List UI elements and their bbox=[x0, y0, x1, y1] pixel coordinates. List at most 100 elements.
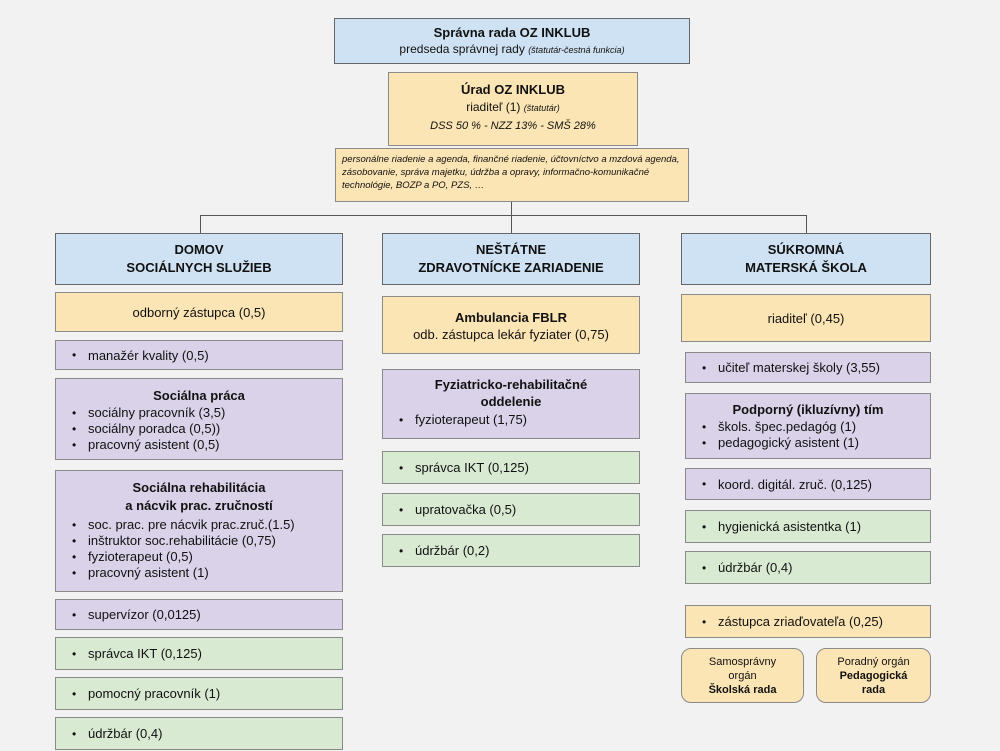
nzz-header: NEŠTÁTNE ZDRAVOTNÍCKE ZARIADENIE bbox=[382, 233, 640, 285]
list-item: fyzioterapeut (0,5) bbox=[72, 549, 342, 565]
dss-ikt: • správca IKT (0,125) bbox=[55, 637, 343, 670]
bullet-icon: • bbox=[399, 460, 404, 475]
bullet-icon: • bbox=[702, 614, 707, 629]
bullet-icon: • bbox=[72, 348, 77, 362]
bullet-icon: • bbox=[72, 646, 77, 661]
sms-hygiene-label: hygienická asistentka (1) bbox=[718, 519, 862, 534]
advisory-board-box: Poradný orgán Pedagogická rada bbox=[816, 648, 931, 703]
dss-rehab-title-2: a nácvik prac. zručností bbox=[125, 498, 273, 513]
office-note: (štatutár) bbox=[523, 103, 560, 113]
dss-rehab-title-1: Sociálna rehabilitácia bbox=[132, 480, 266, 495]
sms-director: riaditeľ (0,45) bbox=[681, 294, 931, 342]
dss-supervisor-label: supervízor (0,0125) bbox=[88, 607, 201, 622]
dss-helper: • pomocný pracovník (1) bbox=[55, 677, 343, 710]
board-box: Správna rada OZ INKLUB predseda správnej… bbox=[334, 18, 690, 64]
nzz-ikt-label: správca IKT (0,125) bbox=[415, 460, 529, 475]
bullet-icon: • bbox=[702, 360, 707, 375]
advisory-line1: Poradný orgán bbox=[837, 656, 910, 668]
nzz-clinic: Ambulancia FBLR odb. zástupca lekár fyzi… bbox=[382, 296, 640, 354]
office-title: Úrad OZ INKLUB bbox=[461, 82, 565, 97]
sms-maintenance: • údržbár (0,4) bbox=[685, 551, 931, 584]
nzz-ikt: • správca IKT (0,125) bbox=[382, 451, 640, 484]
dss-helper-label: pomocný pracovník (1) bbox=[88, 686, 221, 701]
dss-header-line1: DOMOV bbox=[174, 242, 224, 257]
bullet-icon: • bbox=[702, 519, 707, 534]
dss-social-work: Sociálna práca sociálny pracovník (3,5) … bbox=[55, 378, 343, 460]
sms-support-list: škols. špec.pedagóg (1) pedagogický asis… bbox=[702, 419, 930, 451]
dss-deputy: odborný zástupca (0,5) bbox=[55, 292, 343, 332]
sms-header-line2: MATERSKÁ ŠKOLA bbox=[745, 260, 867, 275]
sms-teacher-label: učiteľ materskej školy (3,55) bbox=[718, 360, 881, 375]
nzz-dept-title-1: Fyziatricko-rehabilitačné bbox=[434, 377, 588, 392]
dss-header-line2: SOCIÁLNYCH SLUŽIEB bbox=[126, 260, 272, 275]
sms-hygiene: • hygienická asistentka (1) bbox=[685, 510, 931, 543]
dss-quality: • manažér kvality (0,5) bbox=[55, 340, 343, 370]
board-note: (štatutár-čestná funkcia) bbox=[528, 45, 625, 55]
dss-supervisor: • supervízor (0,0125) bbox=[55, 599, 343, 630]
bullet-icon: • bbox=[72, 607, 77, 622]
list-item: sociálny pracovník (3,5) bbox=[72, 405, 342, 421]
nzz-clinic-title: Ambulancia FBLR bbox=[455, 310, 567, 325]
school-board-box: Samosprávny orgán Školská rada bbox=[681, 648, 804, 703]
bullet-icon: • bbox=[72, 686, 77, 701]
sms-founder: • zástupca zriaďovateľa (0,25) bbox=[685, 605, 931, 638]
nzz-clinic-subtitle: odb. zástupca lekár fyziater (0,75) bbox=[413, 327, 609, 342]
nzz-dept: Fyziatricko-rehabilitačné oddelenie fyzi… bbox=[382, 369, 640, 439]
nzz-dept-title-2: oddelenie bbox=[480, 394, 542, 409]
bullet-icon: • bbox=[399, 543, 404, 558]
nzz-maintenance: • údržbár (0,2) bbox=[382, 534, 640, 567]
connector-sms bbox=[806, 215, 807, 233]
dss-header: DOMOV SOCIÁLNYCH SLUŽIEB bbox=[55, 233, 343, 285]
board-title: Správna rada OZ INKLUB bbox=[433, 25, 591, 40]
dss-quality-label: manažér kvality (0,5) bbox=[88, 347, 209, 363]
sms-digital: • koord. digitál. zruč. (0,125) bbox=[685, 468, 931, 500]
list-item: pracovný asistent (0,5) bbox=[72, 437, 342, 453]
tasks-text: personálne riadenie a agenda, finančné r… bbox=[342, 154, 680, 191]
sms-digital-label: koord. digitál. zruč. (0,125) bbox=[718, 476, 872, 492]
list-item: inštruktor soc.rehabilitácie (0,75) bbox=[72, 533, 342, 549]
dss-deputy-label: odborný zástupca (0,5) bbox=[132, 304, 266, 320]
sms-director-label: riaditeľ (0,45) bbox=[767, 310, 845, 326]
board-subtitle: predseda správnej rady bbox=[399, 42, 525, 56]
office-ratio: DSS 50 % - NZZ 13% - SMŠ 28% bbox=[430, 120, 596, 132]
dss-ikt-label: správca IKT (0,125) bbox=[88, 646, 202, 661]
school-board-line1: Samosprávny bbox=[708, 656, 777, 668]
sms-maintenance-label: údržbár (0,4) bbox=[718, 560, 793, 575]
dss-maintenance-label: údržbár (0,4) bbox=[88, 726, 163, 741]
bullet-icon: • bbox=[399, 502, 404, 517]
office-box: Úrad OZ INKLUB riaditeľ (1) (štatutár) D… bbox=[388, 72, 638, 146]
nzz-cleaner: • upratovačka (0,5) bbox=[382, 493, 640, 526]
dss-rehab: Sociálna rehabilitácia a nácvik prac. zr… bbox=[55, 470, 343, 592]
school-board-line2: orgán bbox=[728, 670, 757, 682]
sms-support: Podporný (ikluzívny) tím škols. špec.ped… bbox=[685, 393, 931, 459]
bullet-icon: • bbox=[72, 726, 77, 741]
sms-teacher: • učiteľ materskej školy (3,55) bbox=[685, 352, 931, 383]
dss-social-work-title: Sociálna práca bbox=[153, 388, 245, 403]
sms-support-title: Podporný (ikluzívny) tím bbox=[732, 402, 884, 417]
list-item: škols. špec.pedagóg (1) bbox=[702, 419, 930, 435]
nzz-header-line1: NEŠTÁTNE bbox=[475, 242, 547, 257]
list-item: fyzioterapeut (1,75) bbox=[399, 412, 639, 428]
connector-nzz bbox=[511, 215, 512, 233]
bullet-icon: • bbox=[702, 560, 707, 575]
nzz-header-line2: ZDRAVOTNÍCKE ZARIADENIE bbox=[418, 260, 604, 275]
office-subtitle: riaditeľ (1) bbox=[466, 100, 521, 114]
connector-horizontal bbox=[200, 215, 807, 216]
school-board-line3: Školská rada bbox=[708, 684, 777, 696]
advisory-line3: rada bbox=[861, 684, 886, 696]
nzz-maintenance-label: údržbár (0,2) bbox=[415, 543, 490, 558]
connector-dss bbox=[200, 215, 201, 233]
advisory-line2: Pedagogická bbox=[839, 670, 908, 682]
connector-trunk bbox=[511, 202, 512, 216]
bullet-icon: • bbox=[702, 477, 707, 491]
dss-maintenance: • údržbár (0,4) bbox=[55, 717, 343, 750]
sms-founder-label: zástupca zriaďovateľa (0,25) bbox=[718, 614, 883, 629]
dss-rehab-list: soc. prac. pre nácvik prac.zruč.(1.5) in… bbox=[72, 517, 342, 581]
list-item: pedagogický asistent (1) bbox=[702, 435, 930, 451]
nzz-dept-list: fyzioterapeut (1,75) bbox=[399, 412, 639, 428]
list-item: soc. prac. pre nácvik prac.zruč.(1.5) bbox=[72, 517, 342, 533]
nzz-cleaner-label: upratovačka (0,5) bbox=[415, 502, 517, 517]
tasks-box: personálne riadenie a agenda, finančné r… bbox=[335, 148, 689, 202]
dss-social-work-list: sociálny pracovník (3,5) sociálny poradc… bbox=[72, 405, 342, 453]
